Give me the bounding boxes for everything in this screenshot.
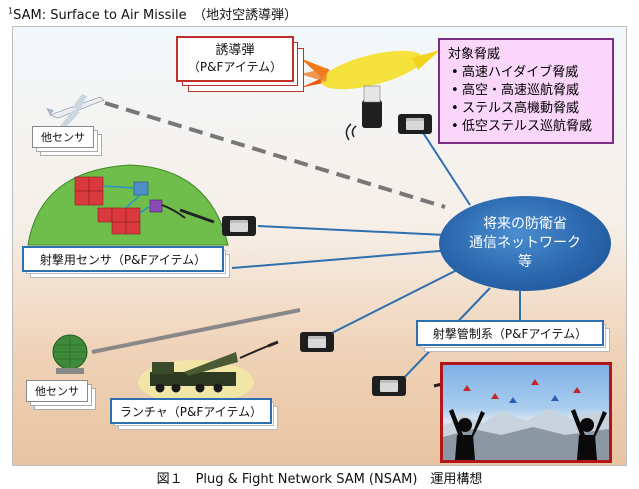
network-port-icon	[372, 376, 406, 396]
wireless-adapter-icon	[345, 85, 382, 141]
figure-caption: 図１ Plug & Fight Network SAM (NSAM) 運用構想	[156, 472, 483, 487]
threat-list-box: 対象脅威 高速ハイダイブ脅威 高空・高速巡航脅威 ステルス高機動脅威 低空ステル…	[438, 38, 614, 144]
missile-card: 誘導弾 （P&Fアイテム）	[176, 36, 304, 92]
fire-sensor-card: 射撃用センサ（P&Fアイテム）	[22, 246, 234, 278]
link-radar-gray	[91, 308, 301, 354]
defense-network-ellipse: 将来の防衛省 通信ネットワーク 等	[439, 196, 611, 291]
network-line2: 通信ネットワーク	[469, 235, 581, 251]
fire-sensor-site-icon	[27, 164, 229, 246]
network-port-icon	[398, 114, 432, 134]
network-line3: 等	[518, 254, 532, 270]
link-launcher-network	[317, 269, 458, 341]
threat-item: ステルス高機動脅威	[451, 100, 604, 118]
link-wireless-network	[419, 127, 471, 206]
fire-control-label: 射撃管制系（P&Fアイテム）	[416, 320, 604, 346]
footnote: 1SAM: Surface to Air Missile （地対空誘導弾）	[8, 6, 298, 23]
launcher-truck-icon	[138, 345, 269, 404]
threat-item: 低空ステルス巡航脅威	[451, 118, 604, 136]
link-aircraft-dashed	[104, 101, 446, 209]
display-scene-graphic	[443, 379, 609, 460]
fire-control-card: 射撃管制系（P&Fアイテム）	[416, 320, 612, 354]
fire-sensor-label: 射撃用センサ（P&Fアイテム）	[22, 246, 224, 272]
launcher-label: ランチャ（P&Fアイテム）	[110, 398, 272, 424]
link-fire-sensor-card-network	[231, 249, 453, 269]
other-sensor-top-card: 他センサ	[32, 126, 104, 156]
aircraft-icon	[46, 94, 105, 127]
missile-icon	[300, 50, 440, 90]
network-port-icon	[222, 216, 256, 236]
threat-item: 高空・高速巡航脅威	[451, 82, 604, 100]
missile-subtitle: （P&Fアイテム）	[187, 60, 283, 74]
other-sensor-bottom-card: 他センサ	[26, 380, 98, 410]
other-sensor-top-label: 他センサ	[32, 126, 94, 148]
network-line1: 将来の防衛省	[483, 216, 567, 232]
launcher-card: ランチャ（P&Fアイテム）	[110, 398, 282, 432]
radome-icon	[52, 334, 88, 374]
other-sensor-bottom-label: 他センサ	[26, 380, 88, 402]
fire-control-display-image	[440, 362, 612, 463]
missile-title: 誘導弾	[215, 43, 255, 58]
threat-item: 高速ハイダイブ脅威	[451, 64, 604, 82]
network-port-icon	[300, 332, 334, 352]
threat-list-title: 対象脅威	[448, 47, 501, 62]
link-fire-sensor-network	[257, 225, 446, 236]
